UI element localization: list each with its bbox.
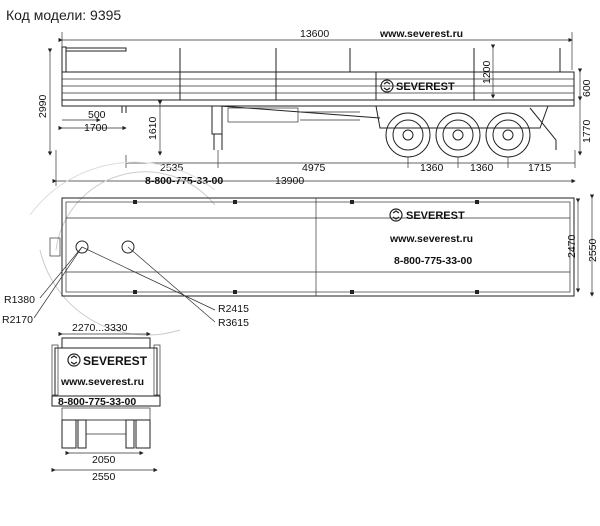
rear-severest-logo: SEVEREST [67,353,148,368]
r3615: R3615 [218,317,249,329]
rear-phone: 8-800-775-33-00 [58,396,136,408]
r2415: R2415 [218,303,249,315]
rear-brand-text: SEVEREST [83,354,148,368]
rear-view: 2270...3330 SEVEREST www.severest.ru 8-8… [51,322,161,483]
dim-1770: 1770 [581,119,593,143]
dim-1610: 1610 [147,116,159,140]
wheel-2 [435,112,481,158]
dim-1700: 1700 [84,122,108,134]
dim-500: 500 [88,109,106,121]
dim-1715: 1715 [528,162,552,174]
dim-2470: 2470 [566,234,578,258]
top-severest-logo: SEVEREST [389,208,465,222]
top-phone: 8-800-775-33-00 [394,255,472,267]
model-code-label: Код модели: 9395 [6,7,122,23]
rear-top-dim: 2270...3330 [72,322,128,334]
dim-13900: 13900 [275,175,304,187]
dim-1200: 1200 [481,60,493,84]
dim-2990: 2990 [37,94,49,118]
rear-track: 2050 [92,454,116,466]
top-website: www.severest.ru [389,233,473,245]
side-severest-logo: SEVEREST [380,79,455,93]
top-view: SEVEREST www.severest.ru 8-800-775-33-00… [2,161,599,336]
dim-2550: 2550 [587,238,599,262]
r1380: R1380 [4,294,35,306]
dim-13600-top: 13600 [300,28,329,40]
side-brand-text: SEVEREST [396,81,455,93]
wheel-1 [385,112,431,158]
rear-website: www.severest.ru [60,376,144,388]
dim-600: 600 [581,79,593,97]
dim-1360-a: 1360 [420,162,444,174]
dim-1360-b: 1360 [470,162,494,174]
side-website: www.severest.ru [379,28,463,40]
dim-4975: 4975 [302,162,326,174]
rear-width: 2550 [92,471,116,483]
side-view: 13600 www.severest.ru 2990 SEVEREST [37,28,593,187]
wheel-3 [485,112,531,158]
top-brand-text: SEVEREST [406,210,465,222]
r2170: R2170 [2,314,33,326]
